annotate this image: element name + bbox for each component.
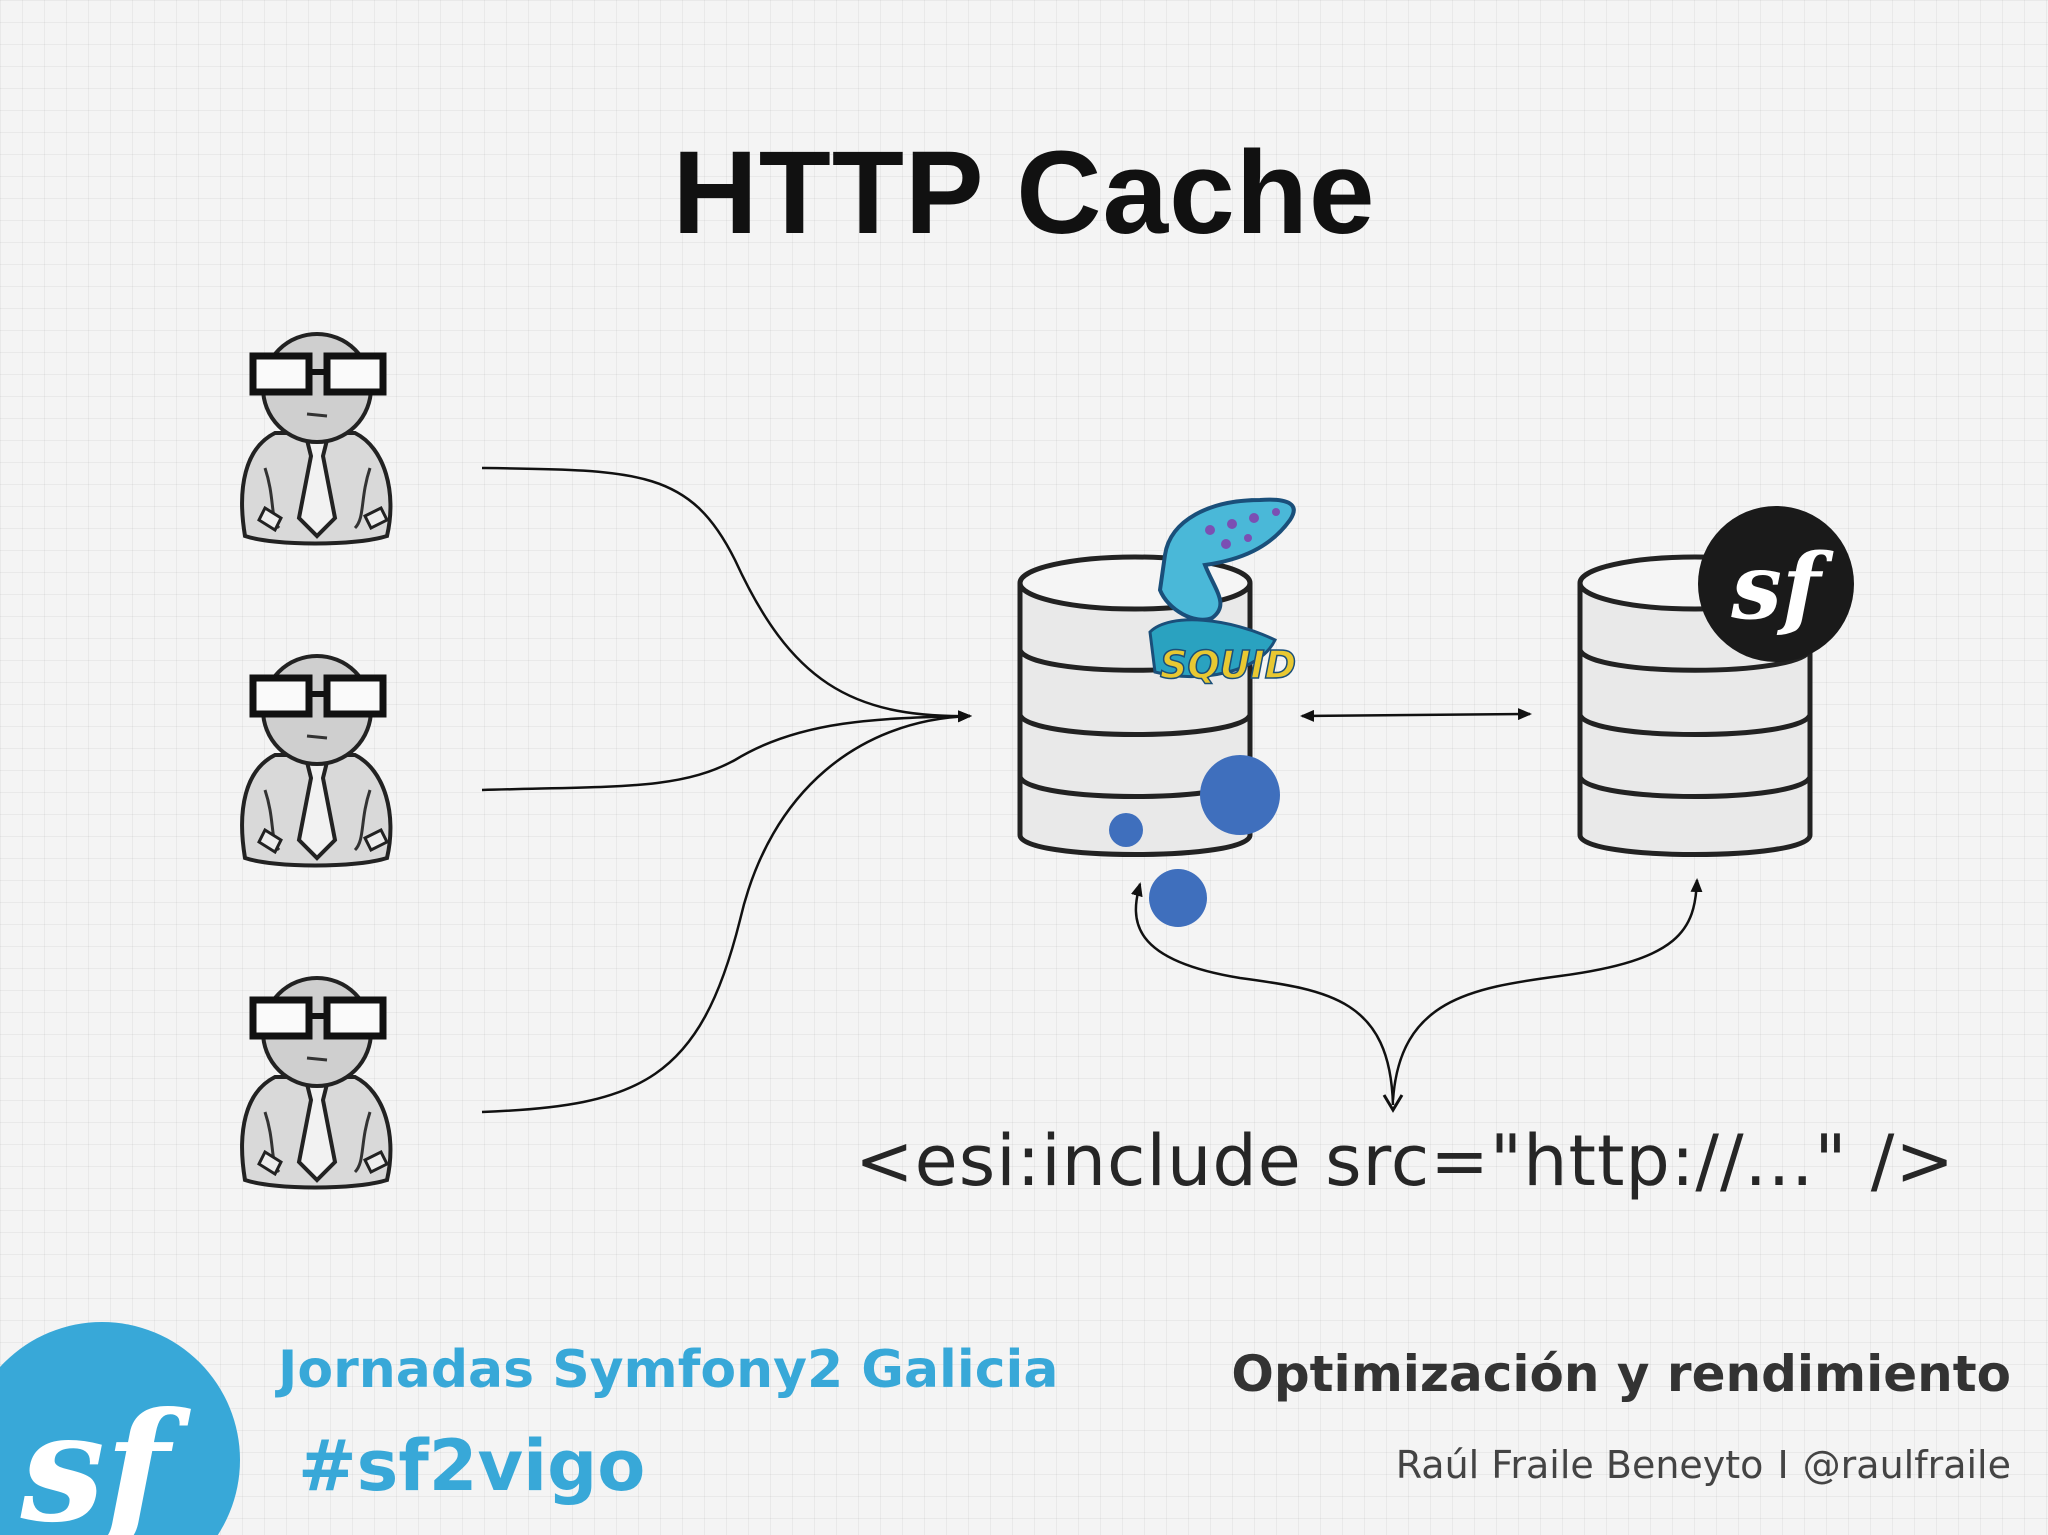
symfony-footer-logo-icon: sf bbox=[0, 1322, 240, 1535]
esi-include-tag: <esi:include src="http://..." /> bbox=[855, 1120, 1956, 1202]
request-arrow bbox=[481, 710, 972, 1114]
svg-text:sf: sf bbox=[1730, 534, 1834, 640]
slide-title: HTTP Cache bbox=[672, 127, 1376, 259]
author-line: Raúl Fraile Beneyto I @raulfraile bbox=[1396, 1443, 2011, 1487]
event-name: Jornadas Symfony2 Galicia bbox=[278, 1340, 1059, 1400]
user-with-glasses-icon bbox=[242, 656, 390, 866]
request-arrow bbox=[481, 466, 972, 723]
author-separator: I bbox=[1777, 1443, 1789, 1487]
esi-fragment-dot bbox=[1109, 813, 1143, 847]
esi-arrow-to-app bbox=[1391, 878, 1703, 1101]
esi-arrow-to-proxy bbox=[1131, 882, 1395, 1106]
esi-fragment-dot bbox=[1200, 755, 1280, 835]
svg-text:SQUID: SQUID bbox=[1160, 643, 1296, 687]
user-with-glasses-icon bbox=[242, 978, 390, 1188]
event-hashtag: #sf2vigo bbox=[298, 1425, 646, 1507]
request-arrow bbox=[481, 710, 972, 792]
esi-fragment-dot bbox=[1149, 869, 1207, 927]
user-with-glasses-icon bbox=[242, 334, 390, 544]
proxy-app-arrow bbox=[1300, 708, 1532, 722]
talk-title: Optimización y rendimiento bbox=[1231, 1345, 2011, 1403]
squid-logo-icon: SQUID bbox=[1148, 497, 1297, 688]
author-handle: @raulfraile bbox=[1802, 1443, 2011, 1487]
symfony-logo-icon: sf bbox=[1698, 506, 1854, 662]
author-name: Raúl Fraile Beneyto bbox=[1395, 1443, 1764, 1487]
svg-text:sf: sf bbox=[20, 1380, 191, 1535]
